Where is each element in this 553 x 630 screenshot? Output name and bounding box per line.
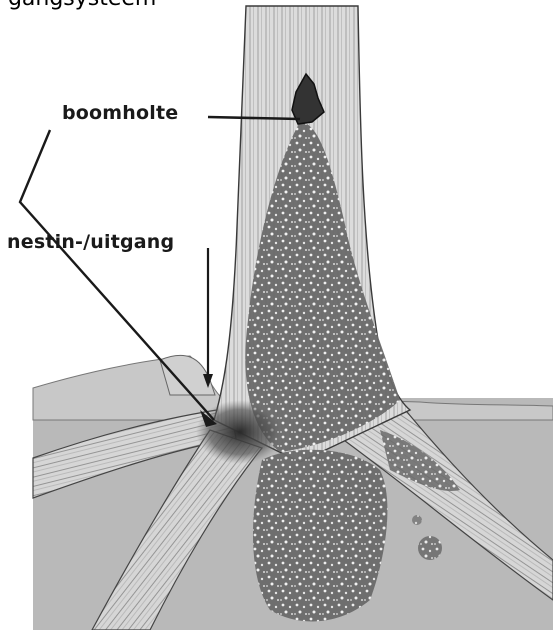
label-tree-hollow: boomholte xyxy=(62,102,178,124)
entrance-shadow xyxy=(196,400,284,464)
label-nest-entrance: nestin-/uitgang xyxy=(7,231,174,253)
nest-chamber-small xyxy=(418,536,442,560)
nest-galleries-underground xyxy=(253,450,387,622)
nest-chamber-small-2 xyxy=(412,515,422,525)
